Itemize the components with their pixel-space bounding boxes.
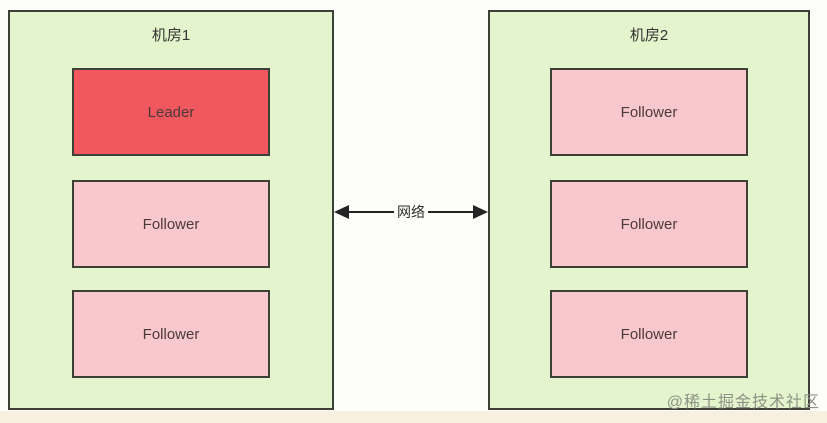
follower-node: Follower: [550, 180, 748, 268]
leader-node: Leader: [72, 68, 270, 156]
follower-node: Follower: [72, 290, 270, 378]
follower-node-label: Follower: [620, 325, 678, 343]
follower-node-label: Follower: [620, 215, 678, 233]
follower-node: Follower: [72, 180, 270, 268]
follower-node: Follower: [550, 68, 748, 156]
arrowhead-right-icon: [473, 205, 488, 219]
bottom-strip: [0, 411, 827, 423]
arrowhead-left-icon: [334, 205, 349, 219]
network-link-label: 网络: [394, 202, 428, 222]
follower-node: Follower: [550, 290, 748, 378]
datacenter-2-title: 机房2: [629, 27, 669, 44]
follower-node-label: Follower: [142, 325, 200, 343]
follower-node-label: Follower: [142, 215, 200, 233]
datacenter-1-container: 机房1 Leader Follower Follower: [8, 10, 334, 410]
datacenter-2-container: 机房2 Follower Follower Follower: [488, 10, 810, 410]
watermark: @稀土掘金技术社区: [666, 394, 820, 411]
network-link: 网络: [334, 202, 488, 222]
datacenter-1-title: 机房1: [151, 27, 191, 44]
follower-node-label: Follower: [620, 103, 678, 121]
leader-node-label: Leader: [147, 103, 195, 121]
